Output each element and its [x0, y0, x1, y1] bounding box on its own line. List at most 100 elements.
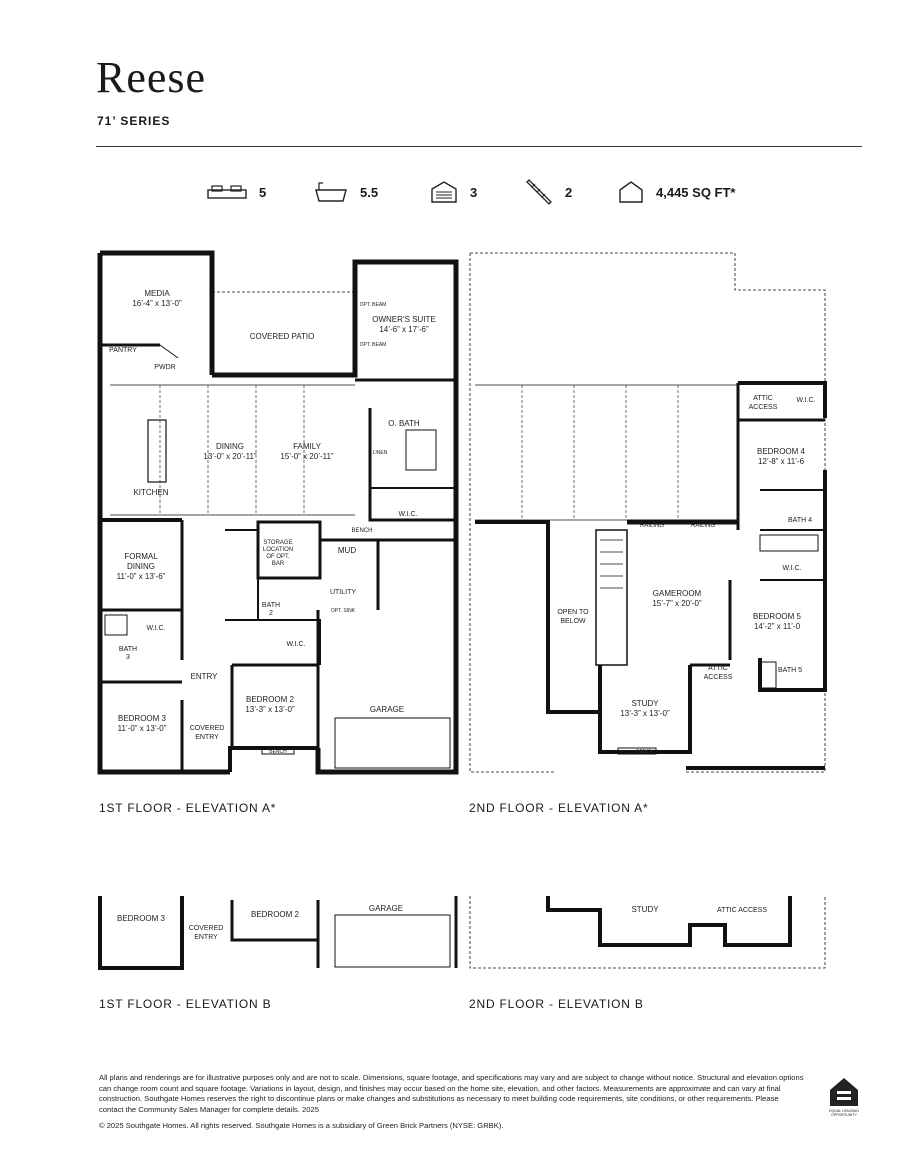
attic-access-label-4: ACCESS	[704, 674, 733, 681]
bath3-wic-label: W.I.C.	[146, 625, 165, 632]
storage-label-3: OF OPT.	[266, 554, 290, 560]
bed-icon	[207, 185, 247, 199]
storage-label-1: STORAGE	[263, 540, 292, 546]
disclaimer-text: All plans and renderings are for illustr…	[99, 1073, 804, 1114]
bedroom5-label: BEDROOM 5	[753, 612, 802, 621]
media-label: MEDIA	[144, 289, 170, 298]
covered-entry-label-2: ENTRY	[195, 734, 219, 741]
attic-access-label-3: ATTIC	[708, 665, 728, 672]
gameroom-dim: 15’-7” x 20’-0”	[652, 599, 702, 608]
baths-stat: 5.5	[314, 176, 378, 208]
series-label: 71’ SERIES	[97, 114, 171, 128]
baths-value: 5.5	[360, 184, 379, 200]
formal-dining-dim: 11’-0” x 13’-6”	[117, 572, 166, 581]
bedroom5-dim: 14’-2” x 11’-0	[754, 622, 801, 631]
open-to-below-label-2: BELOW	[560, 618, 586, 625]
elev-b-attic-access: ATTIC ACCESS	[717, 907, 767, 914]
bedroom4-label: BEDROOM 4	[757, 447, 806, 456]
storage-label-2: LOCATION	[263, 547, 293, 553]
bath2-num: 2	[269, 610, 273, 617]
elev-b-garage: GARAGE	[369, 904, 403, 913]
first-floor-elevation-b-labels: BEDROOM 3 COVERED ENTRY BEDROOM 2 GARAGE	[117, 904, 403, 941]
first-floor-a-caption: 1ST FLOOR - ELEVATION A*	[99, 801, 277, 815]
bath5-label: BATH 5	[778, 667, 802, 674]
bedrooms-value: 5	[259, 184, 267, 200]
garage-value: 3	[470, 184, 478, 200]
garage-label: GARAGE	[370, 705, 404, 714]
second-floor-b-caption: 2ND FLOOR - ELEVATION B	[469, 997, 644, 1011]
railing-label-1: RAILING	[640, 523, 664, 529]
study-dim: 13’-3” x 13’-0”	[620, 709, 670, 718]
opt-beam-label-2: OPT. BEAM	[360, 342, 387, 348]
pwdr-label: PWDR	[154, 364, 175, 371]
bedroom2-dim: 13’-3” x 13’-0”	[245, 705, 295, 714]
garage-stat: 3	[430, 176, 477, 208]
eho-text-2: OPPORTUNITY	[831, 1113, 857, 1117]
garage-icon	[431, 181, 457, 203]
covered-patio-label: COVERED PATIO	[250, 332, 315, 341]
dining-dim: 13’-0” x 20’-11”	[203, 452, 257, 461]
media-dim: 16’-4” x 13’-0”	[132, 299, 182, 308]
linen-label: LINEN	[373, 450, 388, 456]
elev-b-covered-entry-2: ENTRY	[194, 934, 218, 941]
second-floor-elevation-b	[469, 896, 826, 969]
bath2-wic-label: W.I.C.	[286, 641, 305, 648]
bedroom3-dim: 11’-0” x 13’-0”	[118, 724, 167, 733]
elev-b-bedroom3: BEDROOM 3	[117, 914, 166, 923]
equal-housing-logo: EQUAL HOUSING OPPORTUNITY	[826, 1074, 862, 1120]
second-floor-a-caption: 2ND FLOOR - ELEVATION A*	[469, 801, 649, 815]
owners-suite-dim: 14’-6” x 17’-6”	[379, 325, 429, 334]
bathtub-icon	[315, 182, 347, 202]
owners-suite-label: OWNER’S SUITE	[372, 315, 436, 324]
plan-title: Reese	[96, 53, 207, 102]
owners-wic-label: W.I.C.	[398, 511, 417, 518]
house-icon	[619, 181, 643, 203]
second-floor-labels: ATTIC ACCESS W.I.C. BEDROOM 4 12’-8” x 1…	[557, 395, 815, 755]
second-floor-elevation-b-labels: STUDY ATTIC ACCESS	[631, 905, 767, 914]
pantry-label: PANTRY	[109, 347, 137, 354]
dining-label: DINING	[216, 442, 244, 451]
bath3-label: BATH	[119, 646, 137, 653]
opt-sink-label: OPT. SINK	[331, 608, 356, 614]
bedroom3-label: BEDROOM 3	[118, 714, 167, 723]
stories-value: 2	[565, 184, 573, 200]
owners-bench-label: BENCH	[351, 528, 372, 534]
utility-label: UTILITY	[330, 589, 356, 596]
entry-label: ENTRY	[191, 672, 219, 681]
mud-label: MUD	[338, 546, 356, 555]
bedroom4-wic-label: W.I.C.	[796, 397, 815, 404]
first-floor-labels: MEDIA 16’-4” x 13’-0” COVERED PATIO OPT.…	[109, 289, 436, 755]
bedroom2-bench-label: BENCH	[269, 749, 287, 755]
open-to-below-label-1: OPEN TO	[557, 609, 589, 616]
formal-dining-label-2: DINING	[127, 562, 155, 571]
elev-b-bedroom2: BEDROOM 2	[251, 910, 300, 919]
stairs-icon	[526, 179, 552, 205]
elev-b-study: STUDY	[631, 905, 659, 914]
o-bath-label: O. BATH	[388, 419, 420, 428]
first-floor-plan	[97, 250, 459, 775]
bedroom4-dim: 12’-8” x 11’-6	[758, 457, 805, 466]
family-label: FAMILY	[293, 442, 322, 451]
bedrooms-stat: 5	[207, 176, 266, 208]
gameroom-label: GAMEROOM	[653, 589, 702, 598]
covered-entry-label-1: COVERED	[190, 725, 225, 732]
sqft-stat: 4,445 SQ FT*	[618, 176, 735, 208]
equal-housing-icon: EQUAL HOUSING OPPORTUNITY	[829, 1078, 859, 1117]
copyright-text: © 2025 Southgate Homes. All rights reser…	[99, 1121, 504, 1130]
bath4-label: BATH 4	[788, 517, 812, 524]
family-dim: 15’-0” x 20’-11”	[280, 452, 334, 461]
sqft-value: 4,445 SQ FT*	[656, 184, 736, 200]
stories-stat: 2	[525, 176, 572, 208]
first-floor-b-caption: 1ST FLOOR - ELEVATION B	[99, 997, 272, 1011]
elev-b-covered-entry-1: COVERED	[189, 925, 224, 932]
railing-label-2: RAILING	[691, 523, 715, 529]
bath2-label: BATH	[262, 602, 280, 609]
formal-dining-label: FORMAL	[124, 552, 158, 561]
attic-access-label-2: ACCESS	[749, 404, 778, 411]
second-floor-plan	[469, 252, 827, 773]
floor-plans: MEDIA 16’-4” x 13’-0” COVERED PATIO OPT.…	[97, 250, 827, 970]
study-label: STUDY	[631, 699, 659, 708]
first-floor-elevation-b	[98, 896, 458, 970]
attic-access-label: ATTIC	[753, 395, 773, 402]
bath3-num: 3	[126, 654, 130, 661]
